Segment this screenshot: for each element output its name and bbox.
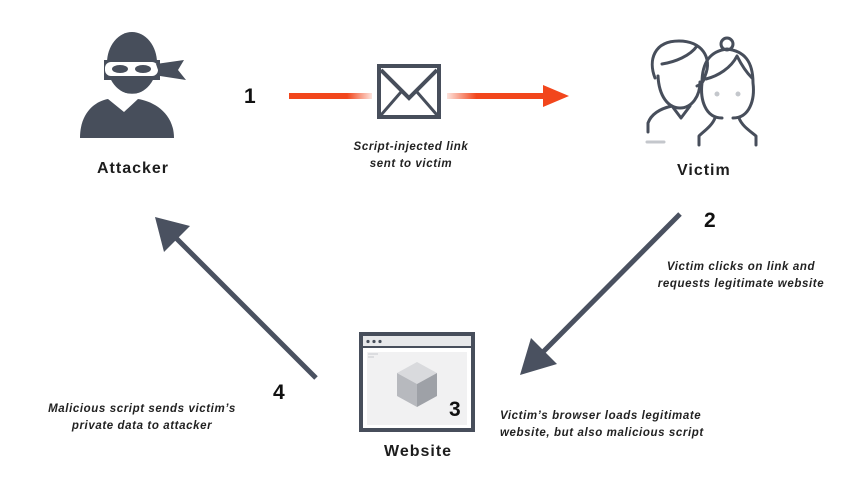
step-2-caption-line1: Victim clicks on link and xyxy=(666,261,816,273)
step-1-caption-line1: Script-injected link xyxy=(353,141,469,153)
step-3-caption-line1: Victim’s browser loads legitimate xyxy=(500,410,702,422)
attacker-label: Attacker xyxy=(97,160,170,177)
step-3-caption: Victim’s browser loads legitimate websit… xyxy=(500,408,704,442)
step-2-arrow xyxy=(520,212,682,375)
victim-icon xyxy=(645,36,758,147)
step-2-number: 2 xyxy=(704,209,716,232)
step-3-caption-line2: website, but also malicious script xyxy=(500,427,704,439)
step-1-arrow xyxy=(289,85,569,107)
envelope-icon xyxy=(377,64,441,119)
browser-window-icon xyxy=(359,332,475,432)
step-1-caption-line2: sent to victim xyxy=(369,158,453,170)
website-label: Website xyxy=(384,443,453,460)
step-4-caption: Malicious script sends victim’s private … xyxy=(22,401,262,435)
step-1-caption: Script-injected link sent to victim xyxy=(336,139,486,173)
step-1-number: 1 xyxy=(244,85,256,108)
step-4-arrow xyxy=(155,217,318,380)
step-4-number: 4 xyxy=(273,381,285,404)
victim-label: Victim xyxy=(677,162,731,179)
step-2-caption: Victim clicks on link and requests legit… xyxy=(636,259,846,293)
attacker-icon xyxy=(80,32,186,138)
step-2-caption-line2: requests legitimate website xyxy=(657,278,825,290)
step-3-number: 3 xyxy=(449,398,461,421)
step-4-caption-line1: Malicious script sends victim’s xyxy=(48,403,236,415)
step-4-caption-line2: private data to attacker xyxy=(71,420,213,432)
